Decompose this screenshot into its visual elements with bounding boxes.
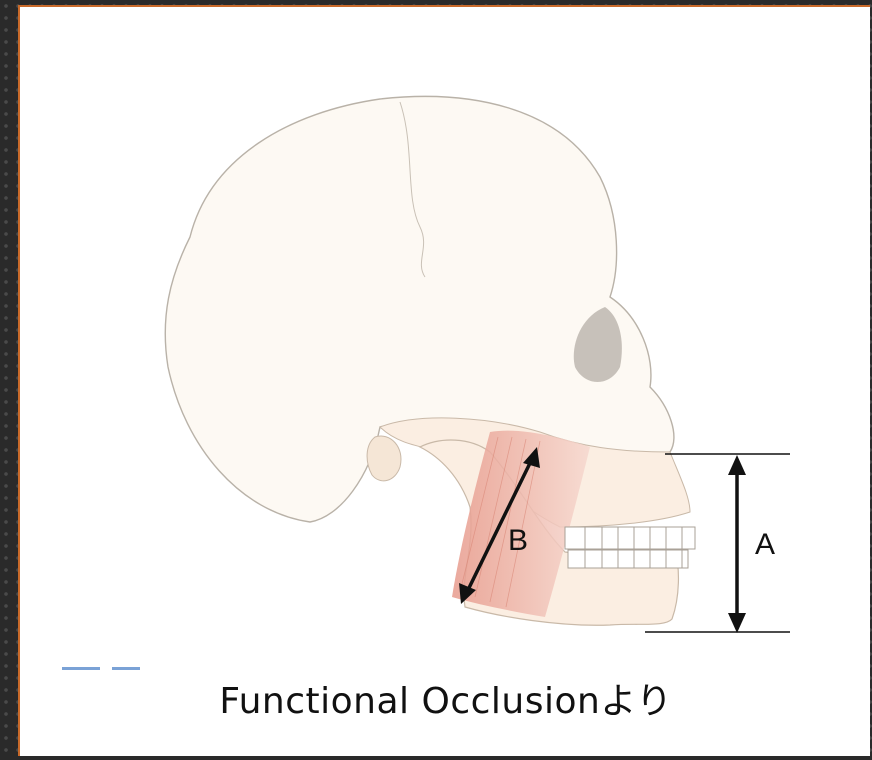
scan-artifact (62, 667, 100, 670)
skull-illustration: A B (20, 7, 872, 758)
label-a: A (755, 528, 775, 561)
label-b: B (508, 524, 528, 557)
arrow-a (728, 455, 746, 633)
skull-condyle (367, 436, 401, 481)
figure-caption: Functional Occlusionより (20, 672, 872, 724)
teeth (565, 527, 695, 568)
slide-panel: A B Functional Occlusionより (18, 5, 870, 756)
scan-artifact (112, 667, 140, 670)
